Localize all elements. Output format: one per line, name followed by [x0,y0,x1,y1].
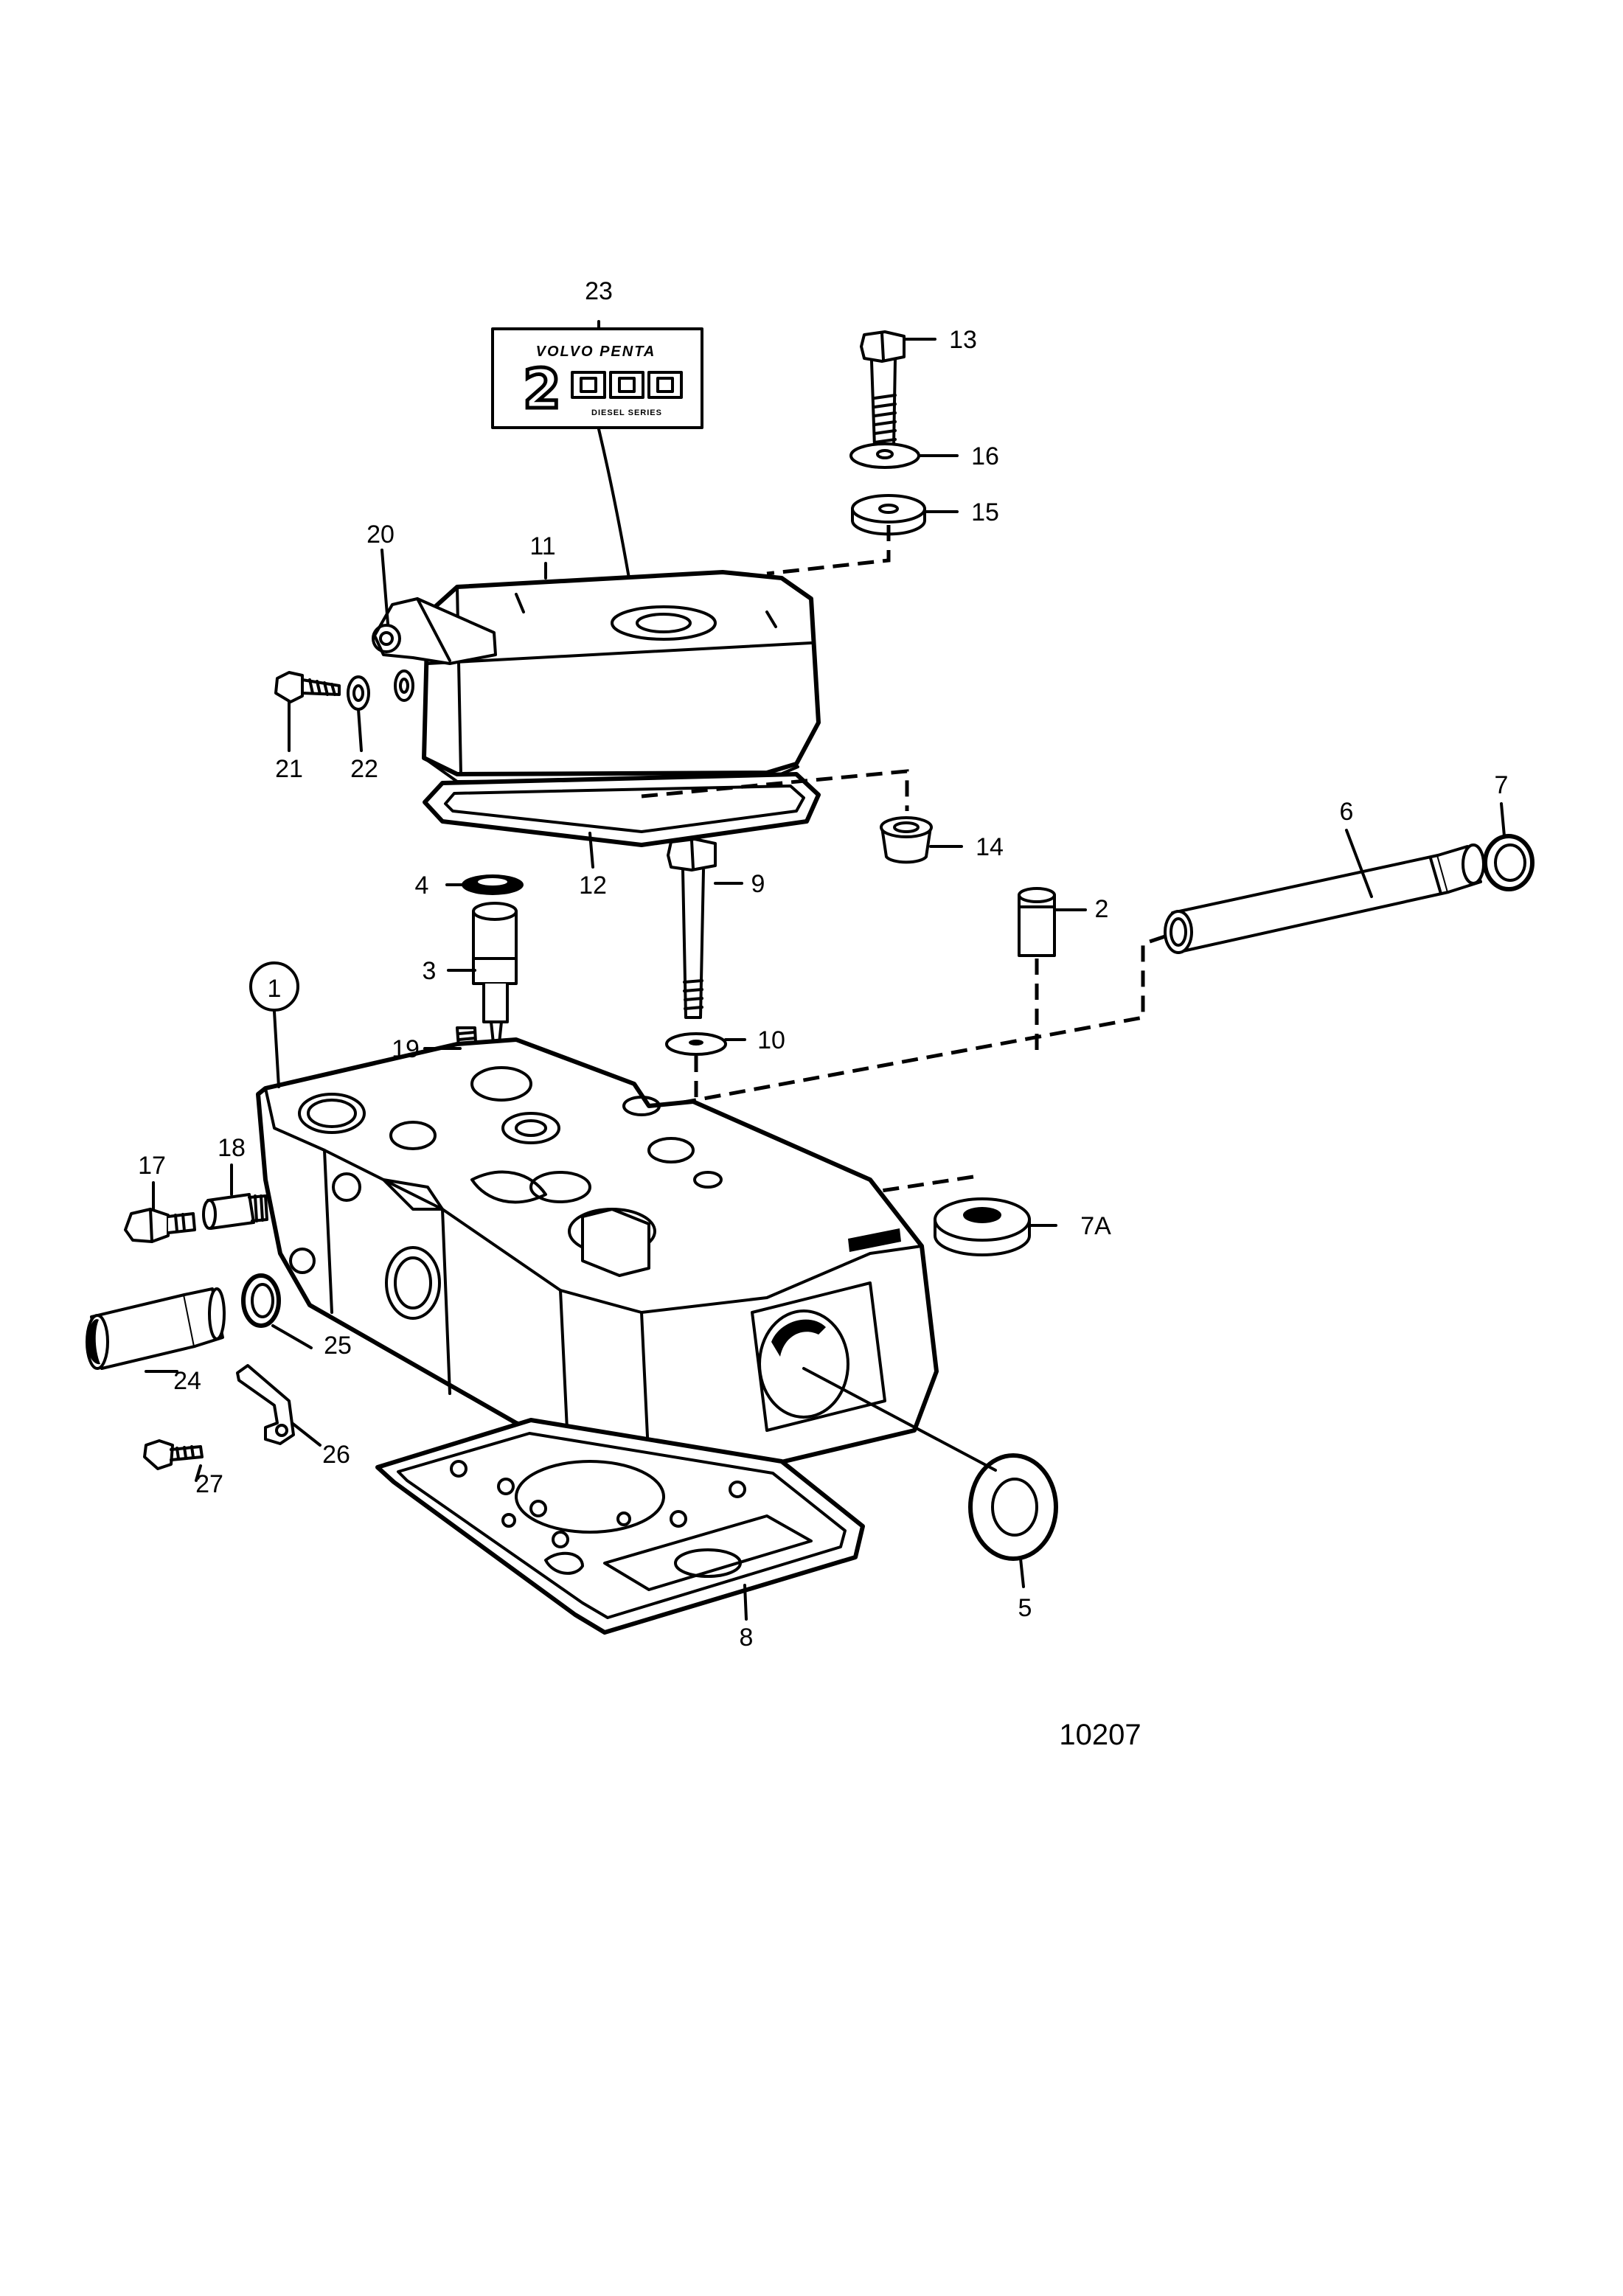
callout-18: 18 [218,1134,246,1162]
callout-19: 19 [392,1035,420,1063]
callout-3: 3 [423,957,437,985]
callout-11: 11 [529,532,555,560]
callout-8: 8 [740,1624,754,1652]
cover-gasket-inner [444,785,805,833]
callout-23: 23 [585,277,613,305]
cover-bushing [880,816,933,864]
cylinder-head-bolt [667,838,717,1019]
bracket-screw [143,1439,204,1470]
callout-12: 12 [579,872,607,900]
callout-24: 24 [173,1367,201,1395]
assembly-line-6-to-head [663,934,1166,1108]
volvo-penta-decal: VOLVO PENTA 2 DIESEL SERIES 000 [491,327,703,429]
assembly-line-11-to-14 [641,769,909,811]
temperature-sender [124,1208,196,1243]
callout-2: 2 [1095,895,1109,923]
cover-gasket [423,772,821,847]
coolant-pipe [86,1287,226,1370]
callout-26: 26 [322,1441,350,1469]
vent-washer [394,669,414,702]
callout-4: 4 [415,872,429,900]
cover-flat-washer [849,442,920,469]
cover-rubber-washer [851,494,926,536]
exhaust-port-cover [968,1453,1058,1561]
callout-15: 15 [971,498,999,526]
callout-6: 6 [1340,798,1354,826]
callout-20: 20 [366,521,395,549]
cover-bolt [860,330,906,448]
coolant-pipe-o-ring [241,1273,281,1328]
figure-number: 10207 [1059,1719,1141,1751]
decal-zero-boxes [571,371,683,399]
callout-7a: 7A [1080,1212,1111,1240]
cylinder-head [256,1037,939,1475]
head-gasket [375,1418,865,1635]
cover-washer [347,675,370,711]
callout-9: 9 [751,870,765,898]
callout-7: 7 [1495,771,1509,799]
push-rod-seal [934,1197,1031,1256]
push-rod-tube-seal [1483,834,1535,891]
callout-5: 5 [1018,1594,1032,1622]
callout-labels: 1 2 3 4 5 6 7 7A 8 9 10 11 12 13 14 15 1… [138,277,1508,1652]
callout-22: 22 [350,755,378,783]
leader-lines [145,320,1506,1621]
callout-14: 14 [976,833,1004,861]
pipe-bracket [236,1364,295,1445]
callout-10: 10 [757,1026,785,1054]
sender-adapter [202,1193,268,1230]
push-rod-tube [1164,843,1485,954]
callout-27: 27 [195,1470,223,1498]
decal-brand-text: VOLVO PENTA [536,344,656,360]
callout-16: 16 [971,442,999,470]
cover-screw [274,671,341,703]
callout-17: 17 [138,1152,166,1180]
crankcase-vent [372,597,497,665]
callout-1: 1 [268,975,282,1003]
valve-cover [422,570,821,783]
assembly-line-13-to-11 [766,525,891,576]
dowel-pin [1018,887,1056,957]
callout-21: 21 [275,755,303,783]
callout-13: 13 [949,326,977,354]
decal-model-digit: 2 [523,358,561,421]
decal-series-text: DIESEL SERIES [591,408,662,417]
callout-25: 25 [324,1332,352,1360]
head-bolt-washer [665,1032,727,1056]
injector-sleeve [472,902,518,1051]
callout-1-circle [249,961,299,1012]
